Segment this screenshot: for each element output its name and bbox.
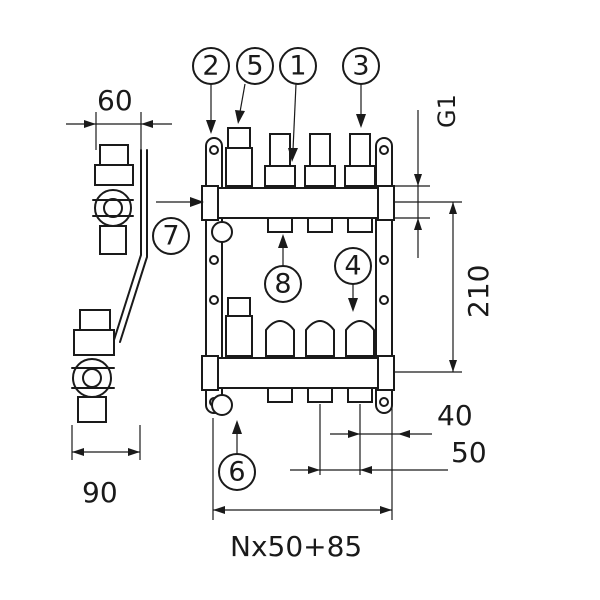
side-upper-vent [99, 144, 129, 168]
callout-circle-1 [279, 47, 317, 85]
bracket-hole [209, 145, 219, 155]
upper-vent-body [225, 147, 253, 187]
dim210-arrow-bottom [449, 360, 457, 372]
callout-7: 7 [162, 221, 179, 252]
bracket-hole [209, 255, 219, 265]
dim-40-label: 40 [437, 399, 473, 432]
side-lower-body [73, 329, 115, 356]
lower-bar-end-right [377, 355, 395, 391]
upper-valve-nut [344, 165, 376, 187]
dim-total-label: Nx50+85 [230, 530, 362, 563]
callout-circle-7 [152, 217, 190, 255]
arrow-8 [278, 234, 288, 248]
dim60-arrow-left [84, 120, 96, 128]
lower-manifold-bar [211, 357, 383, 389]
dim210-arrow-top [449, 202, 457, 214]
callout-3: 3 [352, 51, 369, 82]
dim-50-label: 50 [451, 436, 487, 469]
dim90-arrow-left [72, 448, 84, 456]
upper-valve-nut [304, 165, 336, 187]
bracket-hole [379, 295, 389, 305]
bracket-hole [379, 397, 389, 407]
callout-6: 6 [228, 457, 245, 488]
callout-8: 8 [274, 269, 291, 300]
upper-outlet [307, 217, 333, 233]
side-lower-detail [71, 367, 115, 389]
side-lower-vent [79, 309, 111, 333]
lower-outlet [347, 387, 373, 403]
upper-drain-valve [211, 221, 233, 243]
upper-bar-end-right [377, 185, 395, 221]
dim-90-label: 90 [82, 476, 118, 509]
arrow-7 [190, 197, 204, 207]
arrow-3 [356, 114, 366, 128]
total-arrow-right [380, 506, 392, 514]
upper-valve-cap [269, 133, 291, 169]
dim60-arrow-right [141, 120, 153, 128]
dim50-arrow-a [308, 466, 320, 474]
dim-g1-label: G1 [433, 94, 461, 128]
lower-knob [305, 320, 335, 357]
g1-arrow-top [414, 174, 422, 186]
bracket-hole [379, 145, 389, 155]
callout-circle-5 [236, 47, 274, 85]
dim-60-label: 60 [97, 84, 133, 117]
side-upper-body [94, 164, 134, 186]
upper-outlet [267, 217, 293, 233]
arrow-2 [206, 120, 216, 134]
lower-knob [345, 320, 375, 357]
dim40-arrow-b [398, 430, 410, 438]
lower-outlet [267, 387, 293, 403]
dimensions: G1 210 40 50 Nx50+85 [212, 94, 495, 563]
upper-valve-nut [264, 165, 296, 187]
lower-knob [265, 320, 295, 357]
leader-5 [239, 83, 246, 113]
front-view [201, 127, 395, 416]
side-upper-ball-core [103, 198, 123, 218]
side-upper-detail [92, 199, 134, 217]
lower-drain-valve [211, 394, 233, 416]
arrow-6 [232, 420, 242, 434]
upper-outlet [347, 217, 373, 233]
g1-arrow-bottom [414, 218, 422, 230]
side-lower-ball-core [82, 368, 102, 388]
lower-outlet [307, 387, 333, 403]
lower-bar-end-left [201, 355, 219, 391]
leader-1 [292, 83, 297, 151]
arrow-4 [348, 298, 358, 312]
side-view: 60 90 [66, 84, 172, 509]
dim90-arrow-right [128, 448, 140, 456]
upper-valve-cap [309, 133, 331, 169]
arrow-5 [235, 110, 245, 124]
callouts: 2 5 1 3 7 8 4 6 [152, 47, 380, 491]
lower-vent-body [225, 315, 253, 357]
callout-1: 1 [289, 51, 306, 82]
upper-bar-end-left [201, 185, 219, 221]
callout-2: 2 [202, 51, 219, 82]
side-bracket-line-2 [119, 149, 148, 343]
upper-manifold-bar [211, 187, 383, 219]
callout-4: 4 [344, 251, 361, 282]
callout-5: 5 [246, 51, 263, 82]
total-arrow-left [213, 506, 225, 514]
dim40-arrow-a [348, 430, 360, 438]
side-upper-outlet [99, 225, 127, 255]
arrow-1 [288, 148, 298, 162]
dim-210-label: 210 [462, 265, 495, 318]
upper-valve-cap [349, 133, 371, 169]
bracket-hole [379, 255, 389, 265]
upper-vent-5 [227, 127, 251, 151]
side-lower-outlet [77, 396, 107, 423]
dim50-arrow-b [360, 466, 372, 474]
bracket-hole [209, 295, 219, 305]
